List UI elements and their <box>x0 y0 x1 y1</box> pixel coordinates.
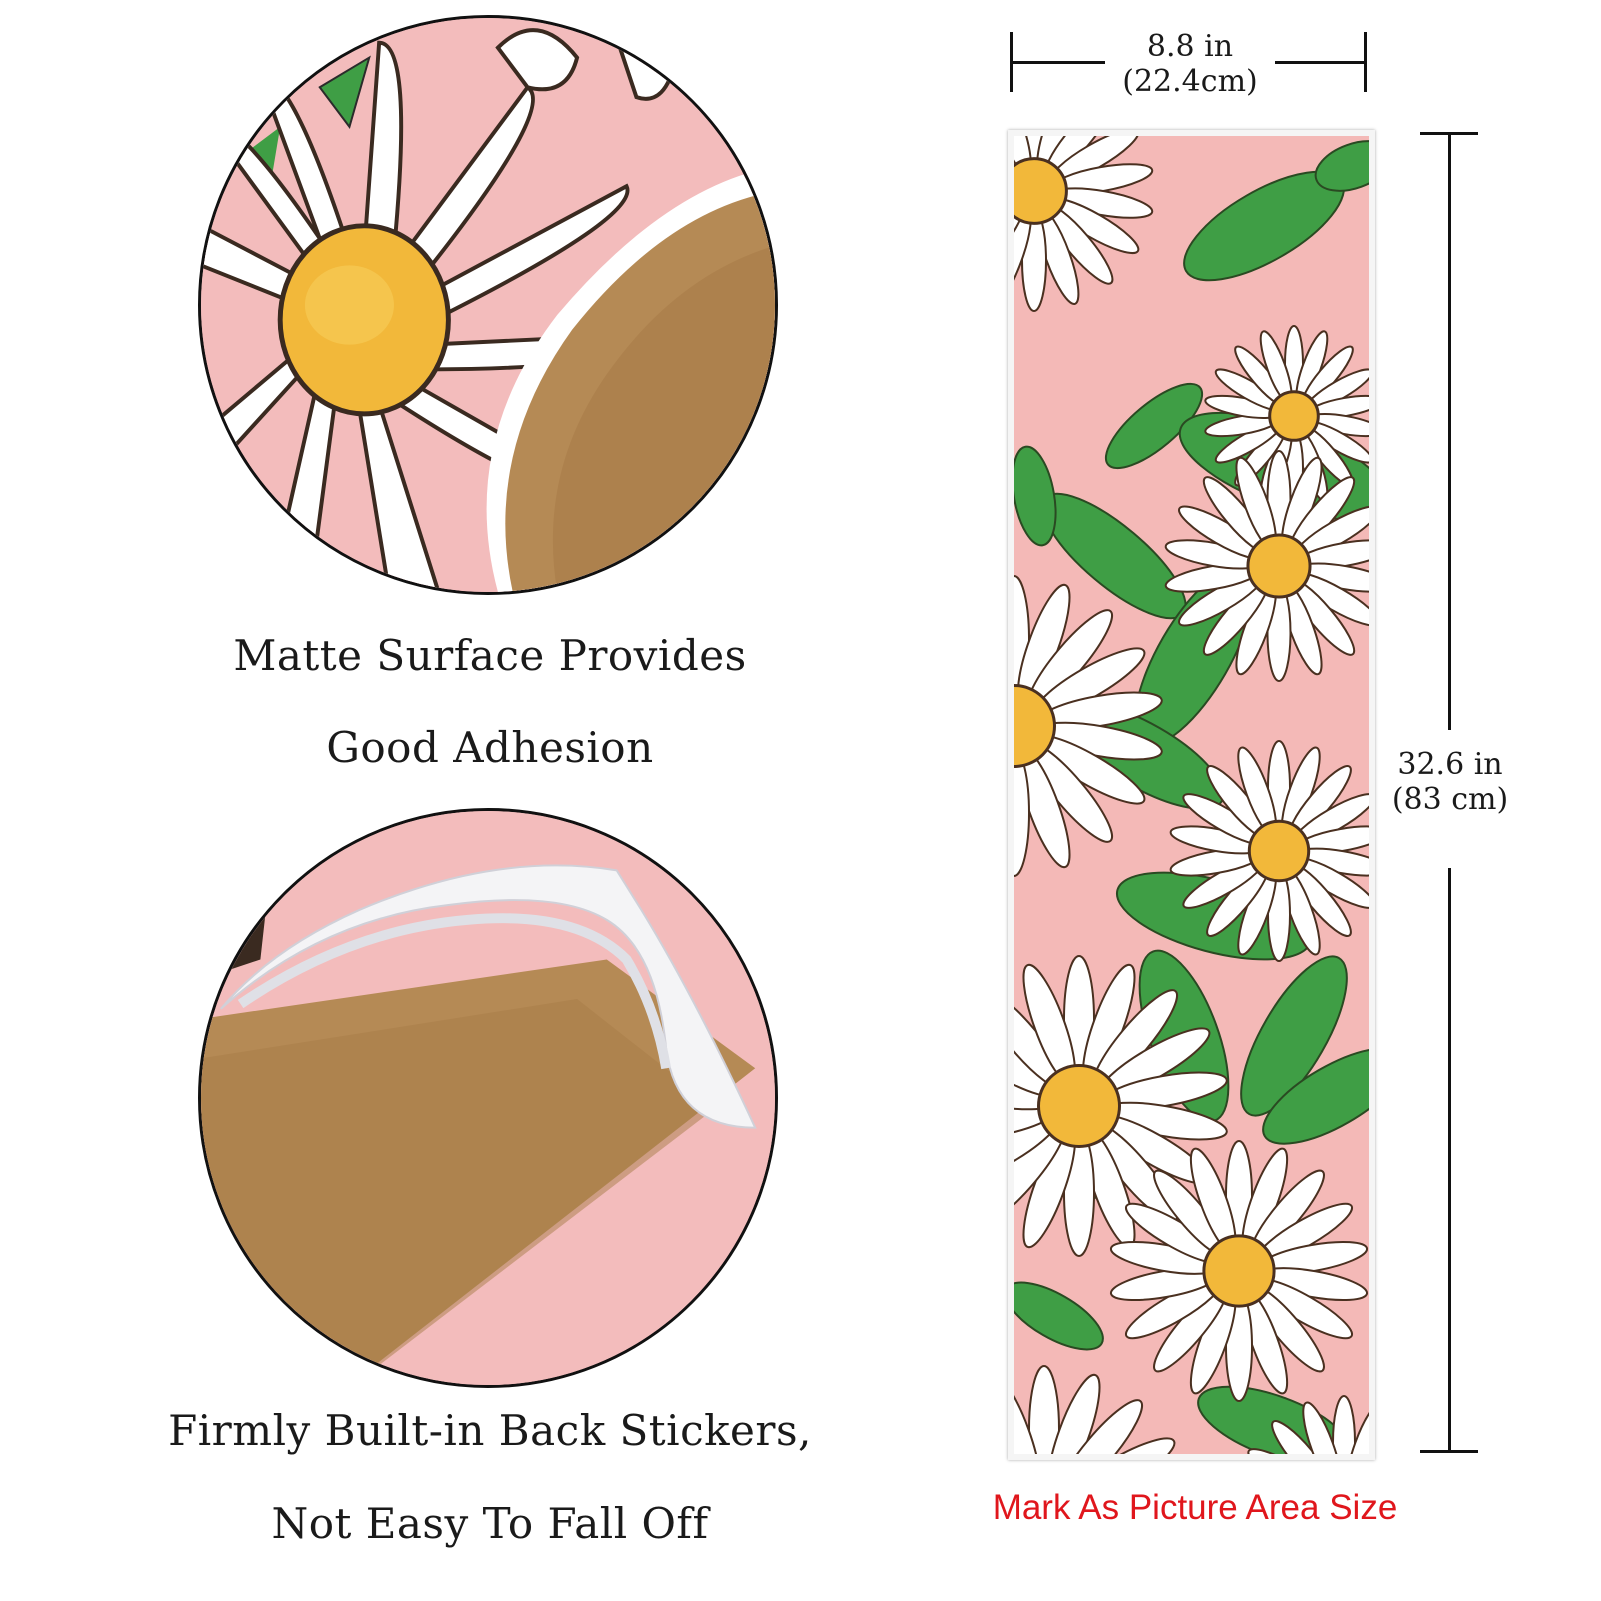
leaf-shape <box>1104 382 1204 470</box>
leaf-shape <box>1240 955 1348 1117</box>
daisy-pattern <box>1014 136 1369 1454</box>
height-cm: (83 cm) <box>1391 781 1509 817</box>
mark-area-note: Mark As Picture Area Size <box>992 1488 1398 1527</box>
matte-surface-closeup <box>198 15 778 595</box>
width-rule-right-cap <box>1364 32 1367 92</box>
height-rule-bottom-line <box>1448 868 1451 1453</box>
leaf-shape <box>1014 1281 1104 1351</box>
matte-caption-line2: Good Adhesion <box>326 723 654 772</box>
width-rule-right-line <box>1275 61 1367 64</box>
height-rule-bottom-cap <box>1420 1450 1478 1453</box>
daisy-flower <box>1014 955 1228 1257</box>
height-inches: 32.6 in <box>1397 747 1503 782</box>
leaf-shape <box>1314 140 1369 192</box>
peel-sticker-illustration <box>201 811 775 1385</box>
height-label: 32.6 in (83 cm) <box>1380 747 1520 817</box>
daisy-flower <box>1014 136 1154 312</box>
matte-surface-illustration <box>201 18 775 592</box>
width-rule-left-line <box>1010 61 1105 64</box>
daisy-flower <box>1169 740 1369 962</box>
leaf-shape <box>1014 445 1057 547</box>
width-inches: 8.8 in <box>1146 29 1234 64</box>
daisy-flower <box>1014 1365 1176 1454</box>
back-sticker-closeup <box>198 808 778 1388</box>
daisy-flower <box>1014 575 1163 877</box>
sticker-caption-line2: Not Easy To Fall Off <box>271 1499 709 1548</box>
daisy-flower <box>1164 450 1369 682</box>
width-label: 8.8 in (22.4cm) <box>1110 29 1270 99</box>
matte-caption-line1: Matte Surface Provides <box>233 631 747 680</box>
width-cm: (22.4cm) <box>1122 63 1258 99</box>
daisy-flower <box>1109 1140 1369 1402</box>
daisy-flower <box>1247 1395 1369 1454</box>
grip-tape-panel <box>1008 130 1375 1460</box>
height-rule-top-line <box>1448 132 1451 730</box>
leaf-shape <box>1262 1047 1369 1145</box>
sticker-caption-line1: Firmly Built-in Back Stickers, <box>168 1406 812 1455</box>
